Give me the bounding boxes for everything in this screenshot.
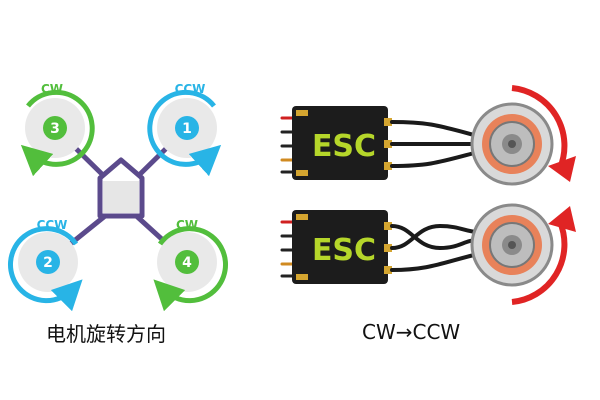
motor-badge bbox=[43, 116, 67, 140]
quadcopter-diagram: 3 CW 1 CCW 2 CCW 4 CW bbox=[8, 82, 228, 312]
rotor-number: 1 bbox=[182, 121, 192, 137]
motor-wires-straight bbox=[390, 120, 480, 168]
flight-controller-body bbox=[97, 157, 145, 219]
rotor-1: 1 CCW bbox=[147, 82, 222, 177]
rotation-arrow-ccw-red bbox=[511, 220, 568, 305]
rotation-arrow-ccw bbox=[147, 89, 222, 177]
rotation-label: CCW bbox=[37, 218, 68, 232]
rotor-number: 4 bbox=[182, 255, 192, 271]
rotation-label: CCW bbox=[175, 82, 206, 96]
rotation-arrow-cw-red bbox=[511, 85, 568, 170]
rotation-arrow-ccw bbox=[8, 226, 83, 312]
direction-change-caption: CW→CCW bbox=[362, 320, 461, 344]
rotation-label: CW bbox=[41, 82, 63, 96]
rotor-number: 3 bbox=[50, 121, 60, 137]
rotation-label: CW bbox=[176, 218, 198, 232]
rotor-3: 3 CW bbox=[20, 82, 95, 177]
motor-rotation-caption: 电机旋转方向 bbox=[46, 322, 166, 346]
brushless-motor bbox=[470, 203, 554, 287]
motor-badge bbox=[36, 250, 60, 274]
motor-wires-crossed bbox=[390, 223, 480, 272]
esc-motor-bottom: ESC bbox=[280, 203, 576, 305]
motor-badge bbox=[175, 250, 199, 274]
rotor-2: 2 CCW bbox=[8, 218, 83, 312]
esc-board bbox=[292, 210, 388, 284]
rotation-arrow-cw bbox=[153, 226, 228, 312]
esc-board bbox=[292, 106, 388, 180]
esc-label: ESC bbox=[312, 233, 376, 268]
motor-badge bbox=[175, 116, 199, 140]
rotation-arrow-cw bbox=[20, 89, 95, 177]
esc-label: ESC bbox=[312, 129, 376, 164]
rotor-4: 4 CW bbox=[153, 218, 228, 312]
brushless-motor bbox=[470, 102, 554, 186]
esc-motor-top: ESC bbox=[280, 85, 576, 186]
rotor-number: 2 bbox=[43, 255, 53, 271]
